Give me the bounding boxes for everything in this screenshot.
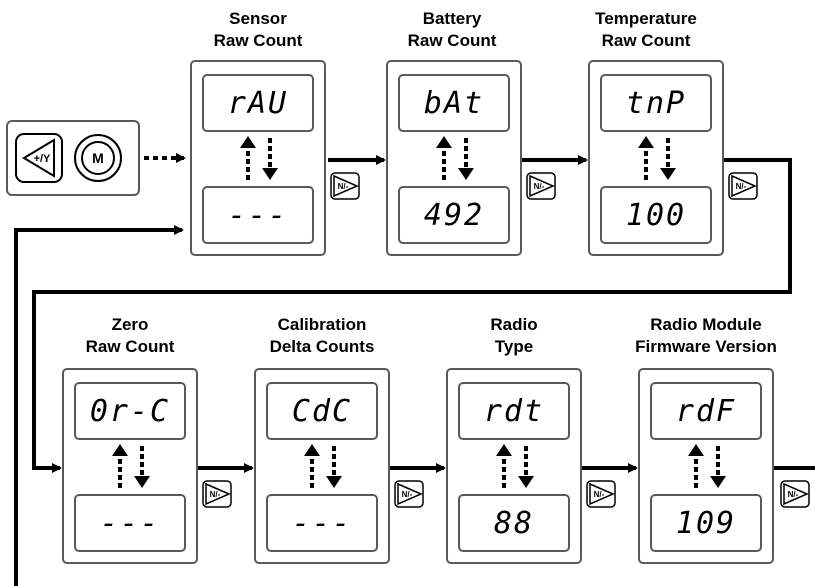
lcd-bottom: 88: [458, 494, 570, 552]
toggle-arrows-icon: [294, 444, 354, 490]
m-label: M: [92, 150, 104, 166]
next-button[interactable]: N/-: [394, 480, 424, 508]
panel-zero: 0r-C ---: [62, 368, 198, 564]
next-button-label: N/-: [788, 490, 799, 499]
lcd-top: rdF: [650, 382, 762, 440]
toggle-arrows-icon: [102, 444, 162, 490]
lcd-bottom: 492: [398, 186, 510, 244]
lcd-bottom: ---: [74, 494, 186, 552]
next-button-label: N/-: [736, 182, 747, 191]
next-button[interactable]: N/-: [330, 172, 360, 200]
panel-radio-firmware: rdF 109: [638, 368, 774, 564]
toggle-arrows-icon: [678, 444, 738, 490]
toggle-arrows-icon: [628, 136, 688, 182]
lcd-top: rdt: [458, 382, 570, 440]
lcd-bottom: ---: [266, 494, 378, 552]
toggle-arrows-icon: [230, 136, 290, 182]
toggle-arrows-icon: [426, 136, 486, 182]
panel-battery: bAt 492: [386, 60, 522, 256]
lcd-top: 0r-C: [74, 382, 186, 440]
panel-temperature: tnP 100: [588, 60, 724, 256]
next-button[interactable]: N/-: [780, 480, 810, 508]
lcd-top: bAt: [398, 74, 510, 132]
next-button-label: N/-: [338, 182, 349, 191]
m-button[interactable]: M: [74, 134, 122, 182]
plus-y-label: +/Y: [34, 153, 51, 165]
lcd-top: CdC: [266, 382, 378, 440]
start-button-panel: +/Y M: [6, 120, 140, 196]
panel-sensor: rAU ---: [190, 60, 326, 256]
lcd-top: rAU: [202, 74, 314, 132]
panel-radio-type: rdt 88: [446, 368, 582, 564]
panel-calibration: CdC ---: [254, 368, 390, 564]
next-button-label: N/-: [402, 490, 413, 499]
next-button[interactable]: N/-: [526, 172, 556, 200]
next-button[interactable]: N/-: [728, 172, 758, 200]
next-button[interactable]: N/-: [586, 480, 616, 508]
next-button-label: N/-: [534, 182, 545, 191]
lcd-bottom: 100: [600, 186, 712, 244]
next-button[interactable]: N/-: [202, 480, 232, 508]
next-button-label: N/-: [594, 490, 605, 499]
plus-y-button[interactable]: +/Y: [15, 133, 63, 183]
lcd-bottom: ---: [202, 186, 314, 244]
next-button-label: N/-: [210, 490, 221, 499]
toggle-arrows-icon: [486, 444, 546, 490]
lcd-bottom: 109: [650, 494, 762, 552]
lcd-top: tnP: [600, 74, 712, 132]
